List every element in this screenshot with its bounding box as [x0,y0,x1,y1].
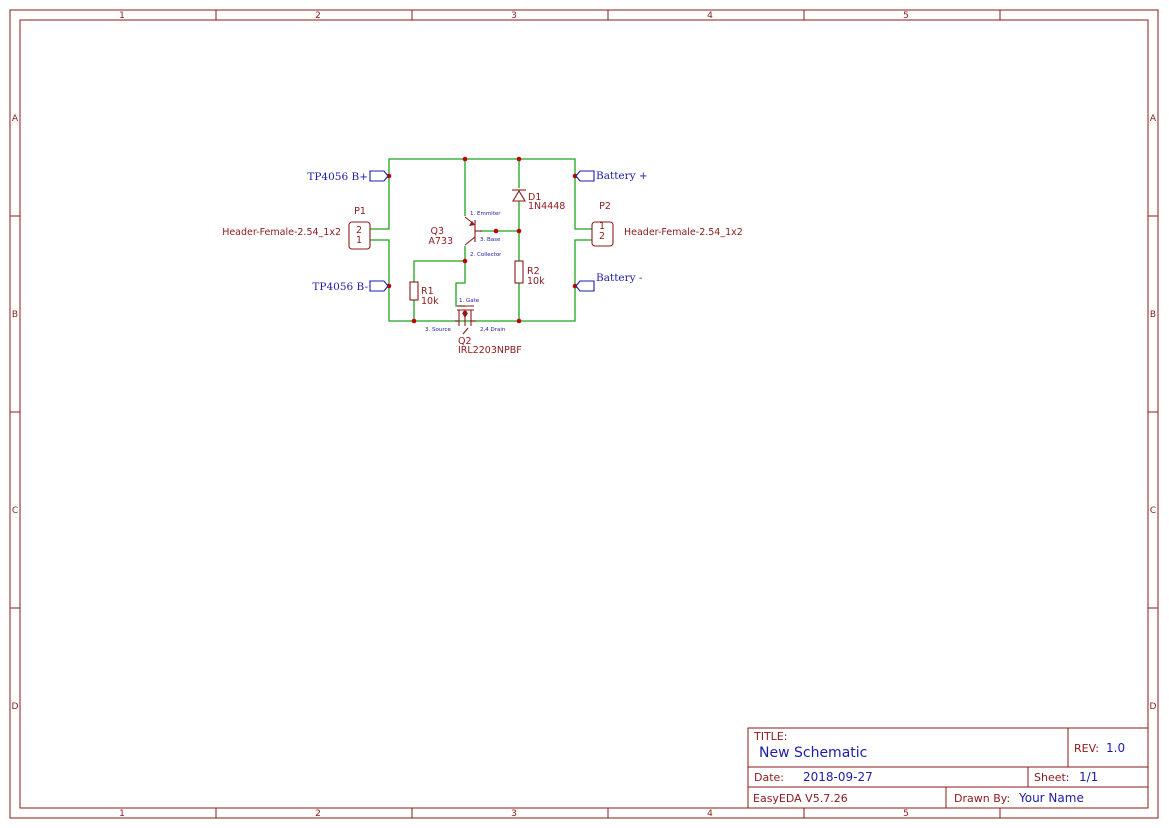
pin-label: 1. Gate [459,298,480,304]
ref-designator: P1 [354,206,366,217]
wires [370,158,592,322]
component-p2[interactable]: P2 Header-Female-2.54_1x2 1 2 [591,201,743,247]
row-label-right: B [1150,310,1156,320]
component-r2[interactable]: R2 10k [514,260,545,287]
ref-designator: P2 [599,201,611,212]
row-label-left: C [12,506,18,516]
pin-label: 2,4 Drain [480,327,506,333]
net-port-tp-bplus[interactable]: TP4056 B+ [307,170,389,183]
pin-number: 1 [356,235,362,246]
part-value: 1N4448 [528,201,565,212]
net-label: TP4056 B+ [307,171,368,183]
col-label-bottom: 3 [511,809,517,819]
net-label: Battery + [596,170,648,182]
net-label: TP4056 B- [312,281,368,293]
row-label-right: A [1150,114,1157,124]
component-q3[interactable]: Q3 A733 1. Emmiter 3. Base 2. Collector [428,211,502,258]
rev-label: REV: [1074,742,1099,755]
part-value: 10k [421,296,439,307]
date-value: 2018-09-27 [803,770,873,784]
pin-label: 2. Collector [470,252,502,258]
component-d1[interactable]: D1 1N4448 [512,189,565,212]
sheet-value: 1/1 [1079,770,1098,784]
col-label-bottom: 4 [707,809,713,819]
col-label-bottom: 1 [119,809,125,819]
part-value: 10k [527,276,545,287]
pin-number: 2 [599,231,605,242]
pin-number: 2 [356,225,362,236]
part-value: A733 [428,236,453,247]
ref-designator: R1 [421,286,434,297]
title-block: TITLE: New Schematic REV: 1.0 Date: 2018… [747,727,1149,809]
net-port-tp-bminus[interactable]: TP4056 B- [312,280,389,293]
date-label: Date: [754,771,784,784]
rev-value: 1.0 [1106,741,1125,755]
col-label-bottom: 2 [315,809,321,819]
net-port-battery-plus[interactable]: Battery + [575,170,648,182]
sheet-label: Sheet: [1034,771,1070,784]
col-label-top: 3 [511,11,517,21]
net-port-battery-minus[interactable]: Battery - [575,272,643,292]
col-label-top: 4 [707,11,713,21]
tool-version: EasyEDA V5.7.26 [753,792,848,805]
pin-label: 3. Base [480,237,501,243]
frame-labels: 1 2 3 4 5 1 2 3 4 5 A B C D A B C D [12,11,1157,819]
row-label-right: D [1150,702,1157,712]
part-value: IRL2203NPBF [458,345,522,356]
component-q2[interactable]: Q2 IRL2203NPBF 1. Gate 3. Source 2,4 Dra… [425,298,522,356]
pin-number: 1 [599,221,605,232]
row-label-right: C [1150,506,1156,516]
junctions [386,156,578,324]
col-label-top: 5 [903,11,909,21]
part-value: Header-Female-2.54_1x2 [624,227,743,238]
pin-label: 3. Source [425,327,452,333]
net-label: Battery - [596,272,643,284]
component-p1[interactable]: P1 Header-Female-2.54_1x2 2 1 [222,206,371,250]
part-value: Header-Female-2.54_1x2 [222,227,341,238]
drawn-by-label: Drawn By: [954,792,1010,805]
schematic-title: New Schematic [759,745,867,761]
col-label-bottom: 5 [903,809,909,819]
ref-designator: R2 [527,266,540,277]
sheet-frame [9,9,1159,819]
drawn-by-value: Your Name [1018,791,1084,805]
ref-designator: Q3 [430,226,444,237]
title-label: TITLE: [753,730,787,743]
pin-label: 1. Emmiter [470,211,501,217]
col-label-top: 1 [119,11,125,21]
component-r1[interactable]: R1 10k [409,281,439,307]
ref-designator: D1 [528,192,541,203]
col-label-top: 2 [315,11,321,21]
row-label-left: B [12,310,18,320]
row-label-left: A [12,114,19,124]
row-label-left: D [12,702,19,712]
ref-designator: Q2 [458,336,472,347]
